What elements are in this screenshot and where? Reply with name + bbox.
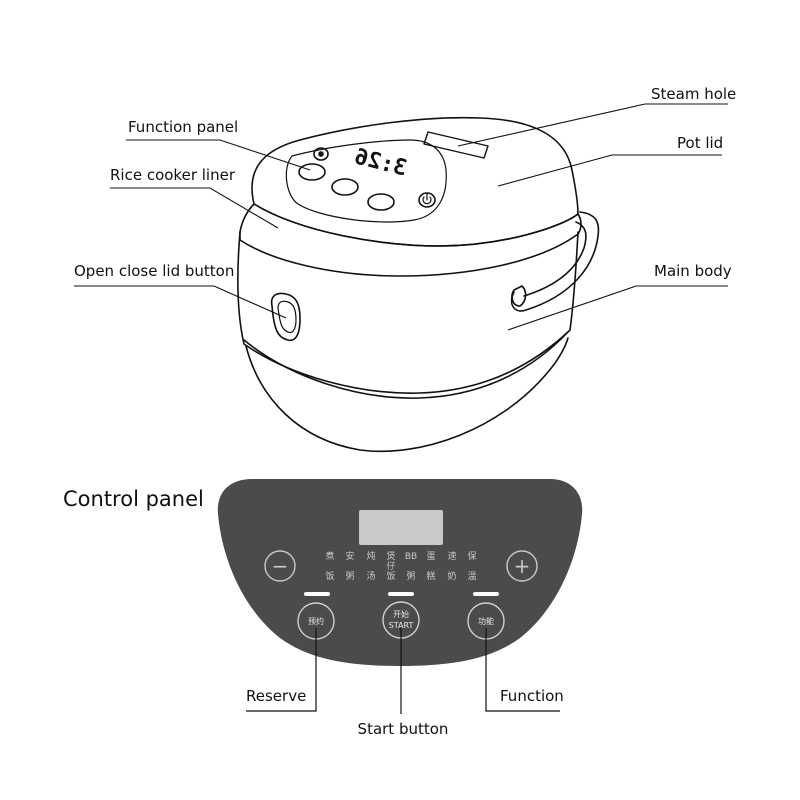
function-button-text: 功能: [478, 616, 494, 626]
lid-small-button: [313, 147, 329, 161]
lid-button-2: [331, 178, 359, 196]
start-indicator: [388, 592, 414, 596]
control-panel-title: Control panel: [63, 487, 204, 511]
lid-small-button-dot: [318, 151, 324, 157]
menu-top-4: BB: [405, 552, 417, 562]
bottom-leader-lines: [246, 628, 560, 714]
menu-bottom-3: 饭: [386, 570, 395, 582]
cooker-base: [245, 337, 569, 453]
menu-top-0: 煮: [325, 551, 334, 562]
minus-button: −: [264, 550, 296, 582]
plus-symbol: +: [514, 554, 531, 578]
label-rice-cooker-liner: Rice cooker liner: [110, 166, 236, 184]
steam-hole: [423, 131, 489, 159]
function-indicator: [473, 592, 499, 596]
pot-lid-top: [251, 116, 579, 247]
lid-button-1: [298, 163, 326, 181]
minus-symbol: −: [272, 554, 289, 578]
control-panel-face: [217, 479, 583, 666]
reserve-indicator: [304, 592, 330, 596]
menu-characters: 煮 安 炖 煲 BB 蛋 速 保 仔 饭 粥 汤 饭 粥 糕 奶 温: [325, 550, 476, 582]
menu-bottom-1: 粥: [345, 570, 354, 582]
cooker-base-band: [243, 331, 569, 399]
menu-top-6: 速: [447, 551, 456, 562]
pot-lid-leader: [497, 154, 722, 187]
label-open-close-lid-button: Open close lid button: [74, 262, 234, 280]
menu-top-3: 煲: [386, 550, 395, 562]
power-icon: [422, 193, 432, 205]
menu-bottom-5: 糕: [426, 570, 435, 582]
open-close-lid-leader: [74, 285, 287, 319]
reserve-button-text: 预约: [308, 616, 324, 626]
main-body-leader: [507, 285, 728, 331]
control-panel-display: [359, 510, 443, 545]
top-leader-lines: [74, 103, 728, 331]
menu-bottom-2: 汤: [366, 571, 375, 582]
start-button-text-en: START: [389, 621, 414, 630]
function-panel-leader: [126, 139, 311, 171]
label-function: Function: [500, 687, 564, 705]
menu-extra: 仔: [386, 560, 395, 572]
label-pot-lid: Pot lid: [677, 134, 723, 152]
lid-power-button: [418, 192, 436, 208]
side-handle-inner: [523, 221, 587, 297]
label-reserve: Reserve: [246, 687, 306, 705]
menu-bottom-7: 温: [467, 571, 476, 582]
menu-top-1: 安: [345, 550, 354, 562]
cooker-display-time: 3:26: [352, 144, 409, 181]
rice-cooker-liner-leader: [110, 187, 279, 229]
open-close-lid-button-inner: [277, 300, 297, 334]
lid-button-3: [367, 193, 395, 211]
label-function-panel: Function panel: [128, 118, 238, 136]
handle-knob: [511, 285, 527, 307]
menu-top-2: 炖: [366, 550, 375, 562]
menu-top-5: 蛋: [426, 551, 435, 562]
open-close-lid-button: [270, 292, 301, 342]
menu-bottom-0: 饭: [325, 570, 334, 582]
steam-hole-leader: [457, 103, 728, 147]
side-handle: [510, 211, 600, 312]
reserve-leader: [246, 628, 317, 712]
label-start-button: Start button: [358, 720, 449, 738]
menu-bottom-4: 粥: [406, 570, 415, 582]
label-main-body: Main body: [654, 262, 732, 280]
menu-top-7: 保: [467, 550, 476, 562]
lid-rim: [239, 203, 582, 277]
label-steam-hole: Steam hole: [651, 85, 736, 103]
plus-button: +: [506, 550, 538, 582]
function-panel-area: [285, 139, 447, 223]
rice-cooker-illustration: [237, 116, 600, 453]
start-button-text-cn: 开始: [393, 609, 409, 619]
menu-bottom-6: 奶: [447, 570, 456, 582]
function-leader: [485, 628, 560, 712]
main-body-shell: [237, 231, 579, 394]
